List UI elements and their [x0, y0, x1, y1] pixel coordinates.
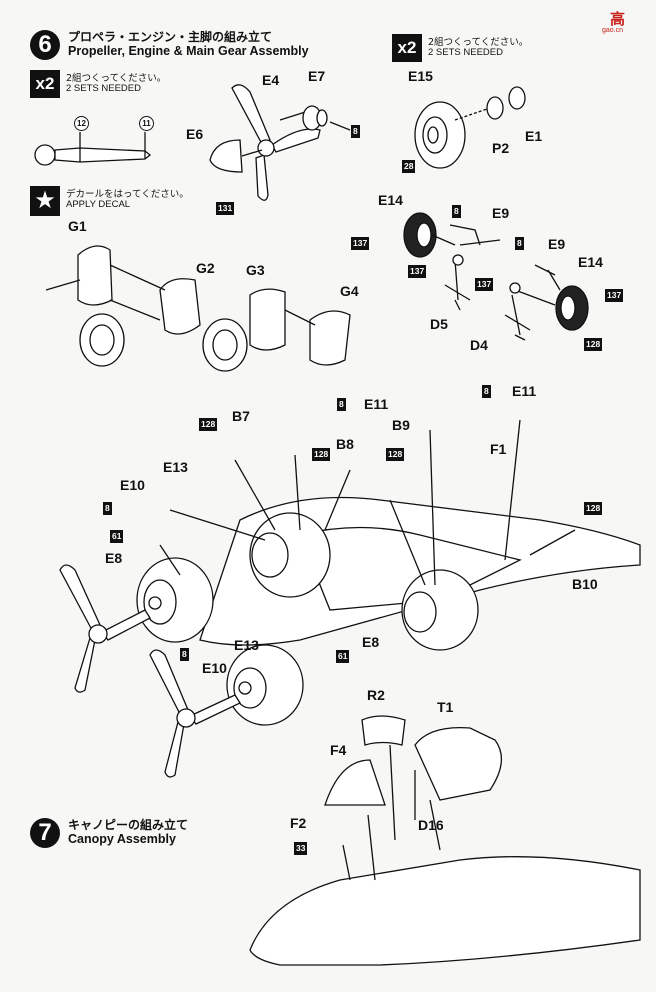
label-E6: E6: [186, 126, 204, 142]
color-tag-8-e9-left: 8: [452, 205, 461, 218]
label-E8-upper: E8: [105, 550, 123, 566]
color-tag-128-b9: 128: [386, 448, 405, 461]
main-gear-right: [504, 264, 589, 341]
color-tag-131: 131: [216, 202, 235, 215]
color-tag-137-e14-left: 137: [351, 237, 370, 250]
color-tag-137-d4: 137: [475, 278, 494, 291]
x2-note-en-left: 2 SETS NEEDED: [66, 83, 141, 94]
label-E8-lower: E8: [362, 634, 380, 650]
label-G2: G2: [196, 260, 215, 276]
label-F4: F4: [330, 742, 347, 758]
label-G3: G3: [246, 262, 265, 278]
label-E9-right: E9: [548, 236, 566, 252]
circled-number-11: 11: [139, 116, 154, 131]
label-E4: E4: [262, 72, 280, 88]
color-tag-137-e14-right: 137: [605, 289, 624, 302]
color-tag-8-e10-upper: 8: [103, 502, 112, 515]
label-G4: G4: [340, 283, 359, 299]
propeller-detail-diagram: [34, 132, 152, 166]
label-F2: F2: [290, 815, 307, 831]
color-tag-8-e9-right: 8: [515, 237, 524, 250]
label-E11-left: E11: [364, 396, 389, 412]
label-E1: E1: [525, 128, 543, 144]
apply-decal-jp: デカールをはってください。: [66, 189, 189, 200]
color-tag-61-e8-upper: 61: [110, 530, 124, 543]
color-tag-28: 28: [402, 160, 416, 173]
color-tag-8-e10-lower: 8: [180, 648, 189, 661]
apply-decal-en: APPLY DECAL: [66, 199, 131, 210]
label-R2: R2: [367, 687, 385, 703]
color-tag-137-d5: 137: [408, 265, 427, 278]
wheel-e15: [414, 86, 526, 169]
color-tag-128-b10: 128: [584, 502, 603, 515]
label-E11-right: E11: [512, 383, 537, 399]
color-tag-61-e8-lower: 61: [336, 650, 350, 663]
x2-badge-left: x2: [30, 70, 60, 98]
label-E13-lower: E13: [234, 637, 259, 653]
x2-badge-top: x2: [392, 34, 422, 62]
propeller-top: [231, 84, 321, 201]
label-B10: B10: [572, 576, 598, 592]
step-7-number: 7: [30, 818, 60, 848]
x2-note-jp-left: 2組つくってください。: [66, 73, 167, 84]
label-D4: D4: [470, 337, 488, 353]
color-tag-33-f2: 33: [294, 842, 308, 855]
label-E14-left: E14: [378, 192, 403, 208]
x2-note-en-top: 2 SETS NEEDED: [428, 47, 503, 58]
main-gear-left: [403, 212, 501, 311]
label-B9: B9: [392, 417, 410, 433]
color-tag-8-e7: 8: [351, 125, 360, 138]
step-7-title-en: Canopy Assembly: [68, 832, 176, 846]
label-E7: E7: [308, 68, 326, 84]
label-F1: F1: [490, 441, 507, 457]
gear-fairing-g1-g2: [45, 245, 201, 367]
label-T1: T1: [437, 699, 454, 715]
label-B8: B8: [336, 436, 354, 452]
watermark-logo: 高: [610, 11, 626, 28]
label-G1: G1: [68, 218, 87, 234]
label-E10-upper: E10: [120, 477, 145, 493]
color-tag-128-e14-right: 128: [584, 338, 603, 351]
color-tag-128-b7: 128: [199, 418, 218, 431]
step-6-title-en: Propeller, Engine & Main Gear Assembly: [68, 44, 309, 58]
label-E10-lower: E10: [202, 660, 227, 676]
step-7-title-jp: キャノピーの組み立て: [68, 818, 189, 832]
circled-number-12: 12: [74, 116, 89, 131]
label-B7: B7: [232, 408, 250, 424]
star-icon: ★: [30, 186, 60, 216]
label-D16: D16: [418, 817, 444, 833]
watermark-logo-text: gao.cn: [602, 27, 624, 34]
step-6-number: 6: [30, 30, 60, 60]
label-E15: E15: [408, 68, 433, 84]
label-E13-upper: E13: [163, 459, 188, 475]
canopy-airframe: [249, 715, 641, 966]
label-E14-right: E14: [578, 254, 603, 270]
color-tag-128-b8: 128: [312, 448, 331, 461]
gear-fairing-g3-g4: [202, 288, 351, 372]
airframe-main: [59, 419, 641, 778]
color-tag-8-e11-right: 8: [482, 385, 491, 398]
label-E9-left: E9: [492, 205, 510, 221]
step-6-title-jp: プロペラ・エンジン・主脚の組み立て: [68, 30, 273, 44]
label-P2: P2: [492, 140, 510, 156]
x2-note-jp-top: 2組つくってください。: [428, 37, 529, 48]
label-D5: D5: [430, 316, 448, 332]
color-tag-8-e11-left: 8: [337, 398, 346, 411]
